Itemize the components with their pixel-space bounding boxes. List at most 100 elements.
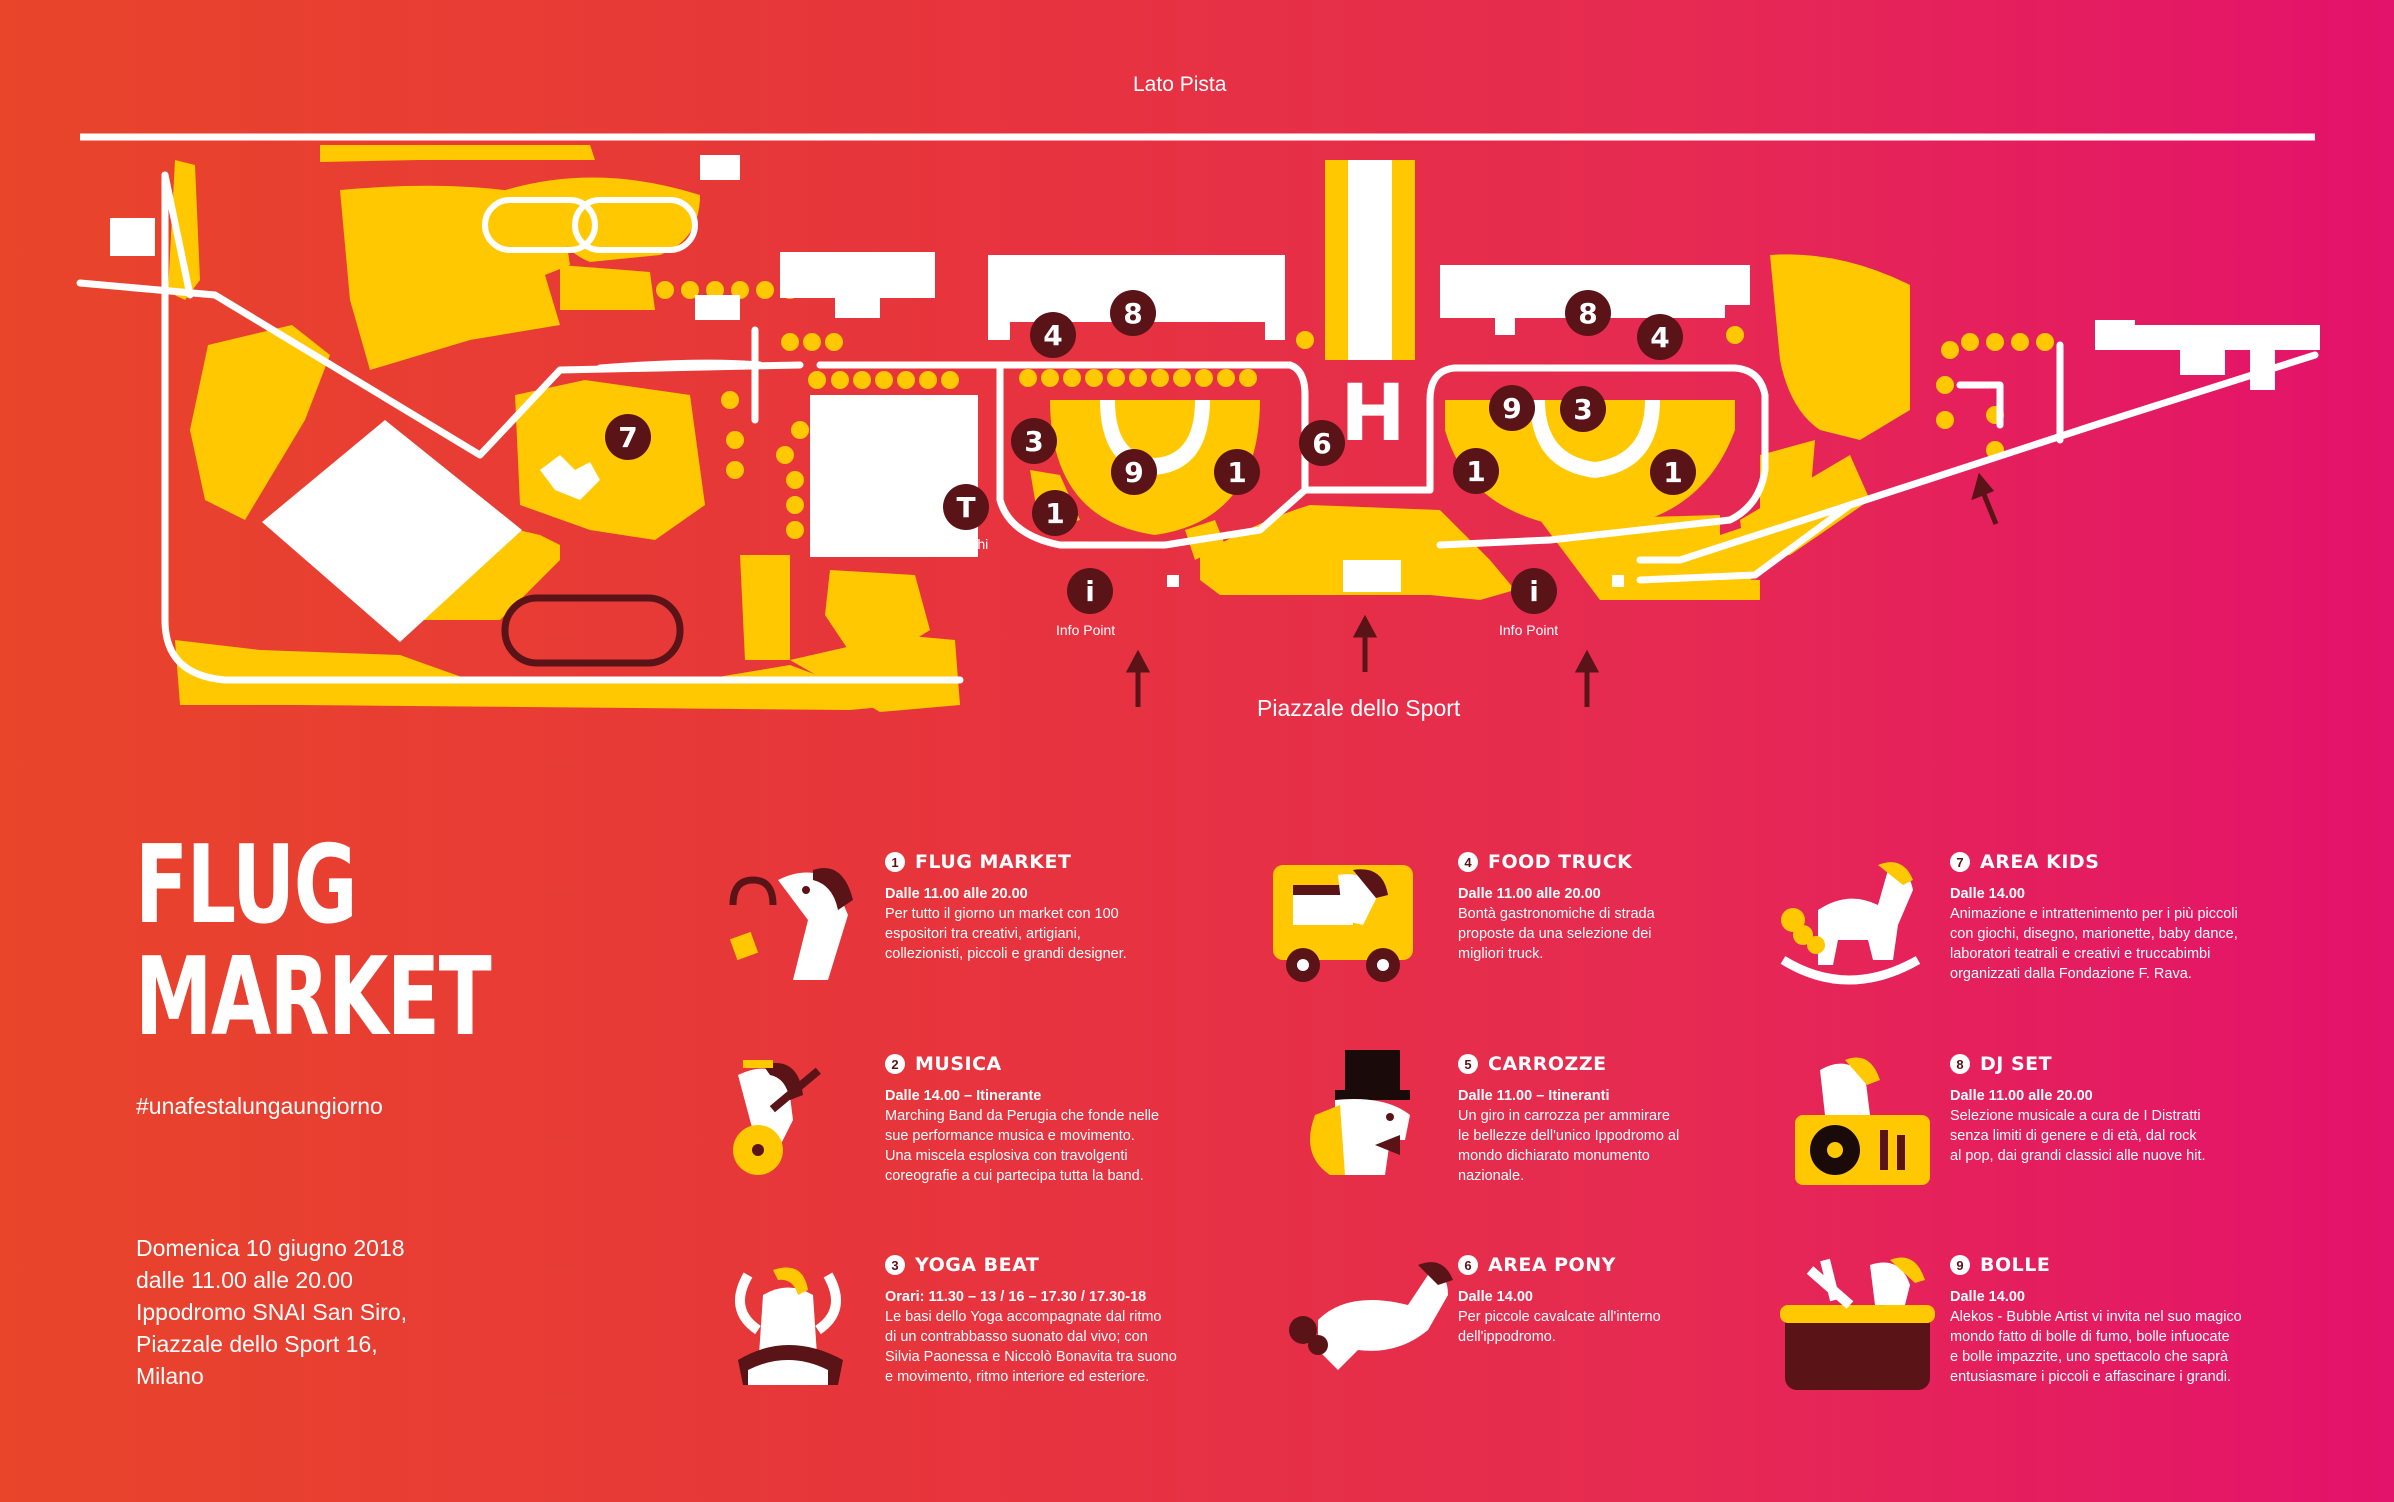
- legend-description: Bontà gastronomiche di strada proposte d…: [1458, 906, 1655, 962]
- legend-description: Per tutto il giorno un market con 100 es…: [885, 906, 1127, 962]
- map-marker-6[interactable]: 6: [1299, 420, 1345, 466]
- legend-number-badge: 3: [885, 1255, 905, 1275]
- svg-text:3: 3: [1024, 425, 1043, 458]
- roads: [76, 171, 2319, 684]
- info-point-marker[interactable]: i: [1067, 568, 1113, 614]
- legend-title: Musica: [915, 1053, 1002, 1075]
- legend-item-2: 2MusicaDalle 14.00 – ItineranteMarching …: [885, 1052, 1285, 1186]
- running-pony-icon: [1288, 1250, 1458, 1405]
- legend-number-badge: 9: [1950, 1255, 1970, 1275]
- hashtag: #unafestalungaungiorno: [136, 1093, 383, 1119]
- legend-description: Per piccole cavalcate all'interno dell'i…: [1458, 1309, 1661, 1345]
- legend-heading: 5Carrozze: [1458, 1052, 1858, 1076]
- legend-schedule: Dalle 11.00 alle 20.00: [1458, 886, 1601, 902]
- legend-schedule: Dalle 11.00 alle 20.00: [1950, 1088, 2093, 1104]
- legend-description: Le basi dello Yoga accompagnate dal ritm…: [885, 1309, 1177, 1385]
- map-marker-4[interactable]: 4: [1030, 312, 1076, 358]
- legend-heading: 9 Bolle: [1950, 1253, 2350, 1277]
- svg-text:8: 8: [1578, 297, 1597, 330]
- legend-number-badge: 8: [1950, 1054, 1970, 1074]
- legend-schedule: Dalle 14.00: [1950, 1289, 2025, 1305]
- map-marker-1[interactable]: 1: [1453, 448, 1499, 494]
- legend-number-badge: 1: [885, 852, 905, 872]
- event-details: Domenica 10 giugno 2018 dalle 11.00 alle…: [136, 1235, 408, 1389]
- legend-title: Area Kids: [1980, 851, 2100, 873]
- legend-heading: 7 Area Kids: [1950, 850, 2350, 874]
- map-marker-1[interactable]: 1: [1650, 449, 1696, 495]
- svg-text:i: i: [1529, 575, 1539, 608]
- horse-doing-yoga-icon: [718, 1250, 888, 1405]
- legend-schedule: Dalle 14.00 – Itinerante: [885, 1088, 1042, 1104]
- svg-text:9: 9: [1502, 392, 1521, 425]
- svg-text:6: 6: [1312, 427, 1331, 460]
- legend-description: Alekos - Bubble Artist vi invita nel suo…: [1950, 1309, 2242, 1385]
- map-marker-8[interactable]: 8: [1110, 290, 1156, 336]
- small-track: [501, 594, 684, 667]
- horse-with-horseshoe-icon: [718, 850, 888, 1005]
- svg-text:1: 1: [1466, 455, 1485, 488]
- svg-text:7: 7: [618, 421, 637, 454]
- legend-heading: 6 Area Pony: [1458, 1253, 1858, 1277]
- legend-title: Yoga Beat: [915, 1254, 1040, 1276]
- legend-schedule: Dalle 14.00: [1950, 886, 2025, 902]
- svg-text:1: 1: [1663, 456, 1682, 489]
- legend-description: Un giro in carrozza per ammirare le bell…: [1458, 1108, 1680, 1184]
- legend-number-badge: 6: [1458, 1255, 1478, 1275]
- svg-text:9: 9: [1124, 456, 1143, 489]
- svg-text:i: i: [1085, 575, 1095, 608]
- map-marker-9[interactable]: 9: [1111, 449, 1157, 495]
- legend-number-badge: 5: [1458, 1054, 1478, 1074]
- info-point-label: Info Point: [1056, 622, 1116, 638]
- legend-number-badge: 7: [1950, 852, 1970, 872]
- svg-text:T: T: [956, 491, 975, 524]
- legend-schedule: Orari: 11.30 – 13 / 16 – 17.30 / 17.30-1…: [885, 1289, 1147, 1305]
- legend-description: Animazione e intrattenimento per i più p…: [1950, 906, 2238, 982]
- info-point-marker[interactable]: i: [1511, 568, 1557, 614]
- map-marker-4[interactable]: 4: [1637, 314, 1683, 360]
- legend-title: Area Pony: [1488, 1254, 1616, 1276]
- horse-in-bubble-tub-icon: [1780, 1250, 1950, 1405]
- map-top-label: Lato Pista: [1133, 73, 1227, 96]
- legend-description: Selezione musicale a cura de I Distratti…: [1950, 1108, 2206, 1164]
- svg-text:1: 1: [1227, 456, 1246, 489]
- horse-with-guitar-icon: [718, 1050, 888, 1205]
- map-marker-1[interactable]: 1: [1032, 490, 1078, 536]
- legend-title: Bolle: [1980, 1254, 2051, 1276]
- legend-schedule: Dalle 14.00: [1458, 1289, 1533, 1305]
- map-bottom-label: Piazzale dello Sport: [1257, 695, 1461, 721]
- legend-heading: 2Musica: [885, 1052, 1285, 1076]
- map-marker-9[interactable]: 9: [1489, 385, 1535, 431]
- legend-heading: 4Food Truck: [1458, 850, 1858, 874]
- tabacchi-marker[interactable]: T: [943, 484, 989, 530]
- svg-text:4: 4: [1650, 321, 1669, 354]
- legend-description: Marching Band da Perugia che fonde nelle…: [885, 1108, 1160, 1184]
- parking-h-label: H: [1340, 369, 1405, 459]
- svg-text:4: 4: [1043, 319, 1062, 352]
- legend-heading: 3 Yoga Beat: [885, 1253, 1285, 1277]
- event-title: FLUG MARKET: [135, 823, 492, 1060]
- venue-map: .y{fill:#ffc800} .w{fill:#fff} .road{fil…: [76, 145, 2319, 712]
- map-marker-3[interactable]: 3: [1560, 386, 1606, 432]
- info-point-label: Info Point: [1499, 622, 1559, 638]
- horse-with-top-hat-icon: [1305, 1045, 1475, 1200]
- map-marker-7[interactable]: 7: [605, 414, 651, 460]
- stand-dots: [656, 281, 2054, 539]
- tabacchi-label: Tabacchi: [933, 536, 989, 552]
- map-marker-3[interactable]: 3: [1011, 418, 1057, 464]
- map-marker-8[interactable]: 8: [1565, 290, 1611, 336]
- legend-title: DJ Set: [1980, 1053, 2053, 1075]
- svg-text:8: 8: [1123, 297, 1142, 330]
- map-marker-1[interactable]: 1: [1214, 449, 1260, 495]
- svg-text:1: 1: [1045, 497, 1064, 530]
- legend-heading: 8 DJ Set: [1950, 1052, 2350, 1076]
- entrance-arrows: [1125, 472, 1999, 707]
- oval-tracks: [482, 197, 698, 253]
- food-truck-icon: [1268, 850, 1438, 1005]
